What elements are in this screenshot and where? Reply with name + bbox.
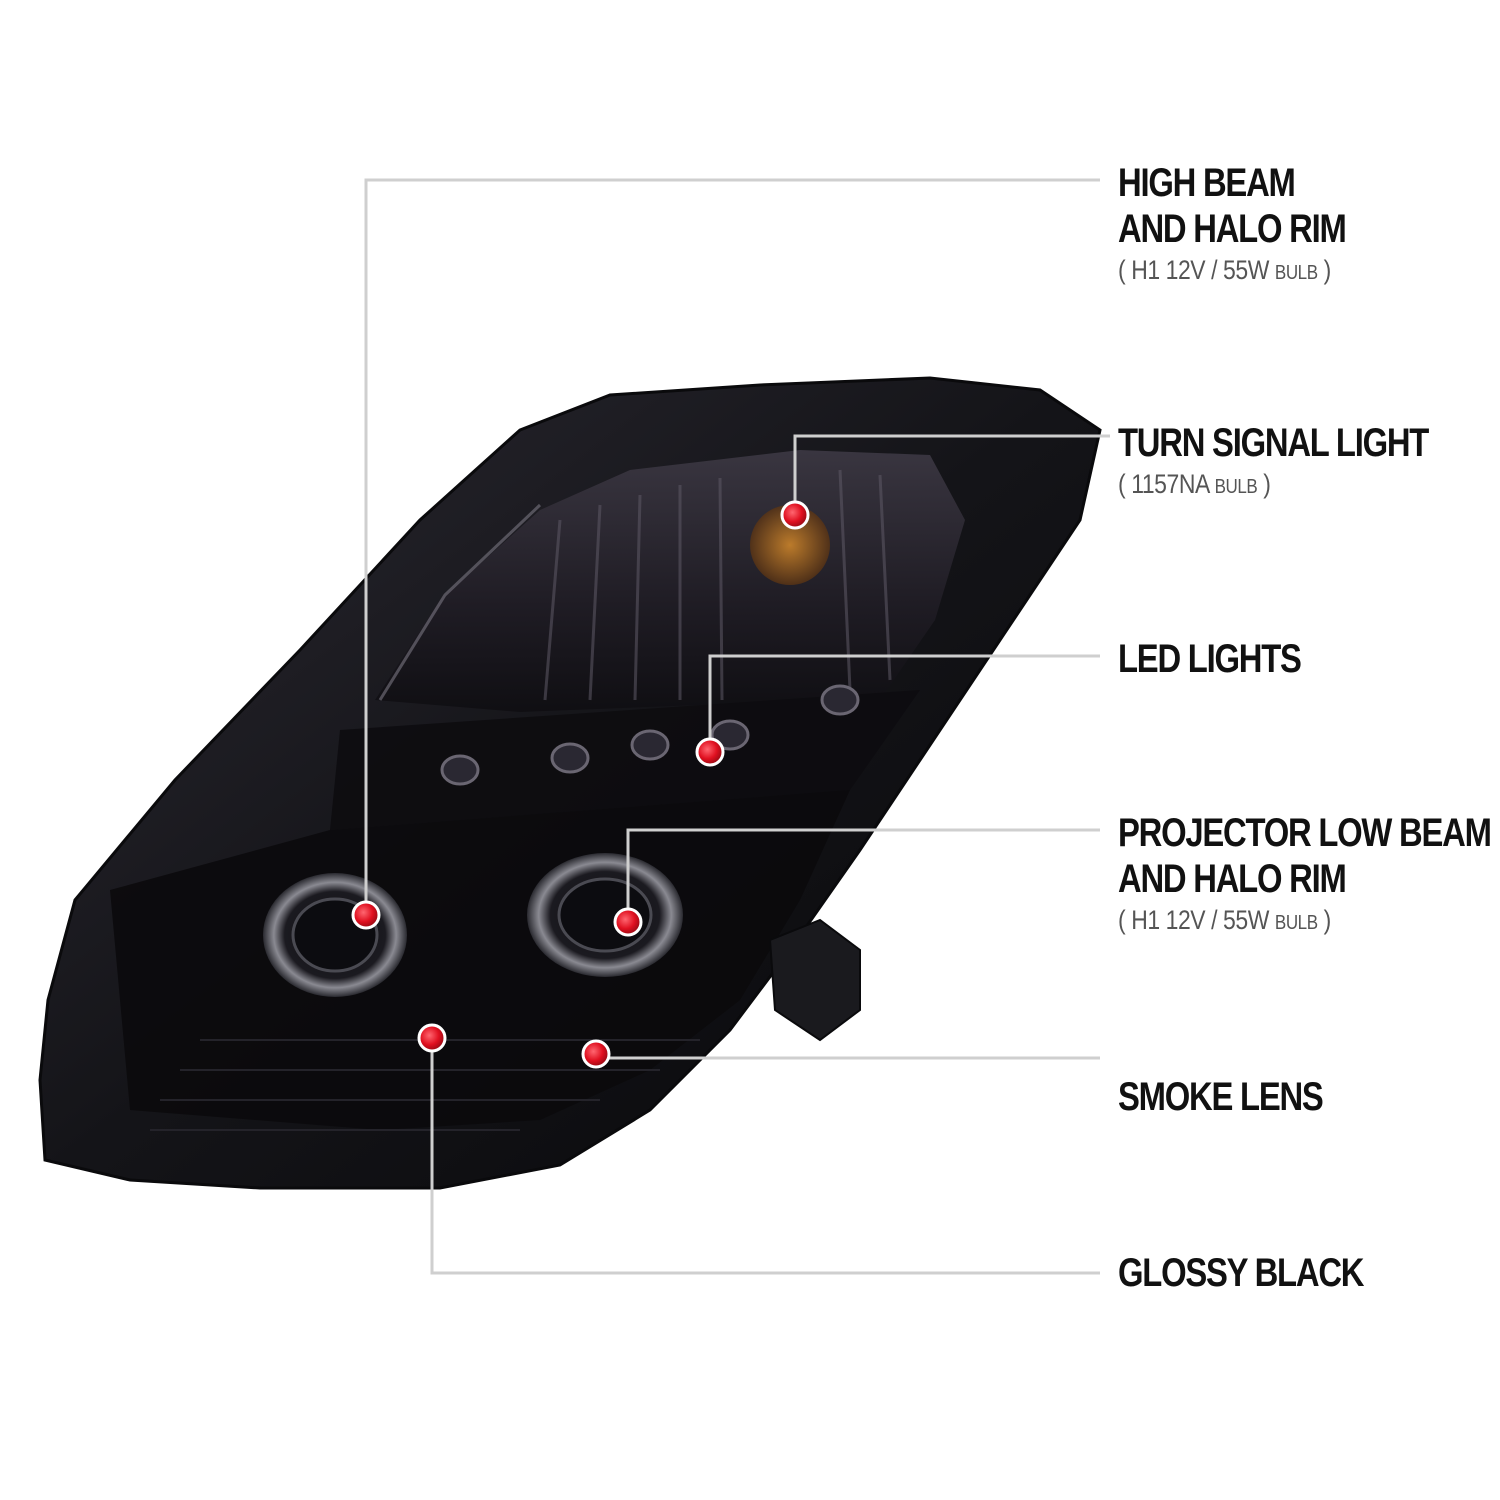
callout-turn-signal: TURN SIGNAL LIGHT ( 1157NA BULB ) bbox=[1118, 420, 1496, 503]
callout-title: HIGH BEAM bbox=[1118, 161, 1296, 205]
leader-lines bbox=[364, 178, 1110, 1275]
callout-led-lights: LED LIGHTS bbox=[1118, 636, 1341, 682]
callout-spec: ( H1 12V / 55W BULB ) bbox=[1118, 905, 1331, 935]
callout-spec: ( H1 12V / 55W BULB ) bbox=[1118, 255, 1331, 285]
marker-smoke-lens bbox=[581, 1039, 611, 1069]
callout-title: SMOKE LENS bbox=[1118, 1075, 1324, 1119]
callout-spec: ( 1157NA BULB ) bbox=[1118, 469, 1271, 499]
callout-title: GLOSSY BLACK bbox=[1118, 1251, 1364, 1295]
callout-title: LED LIGHTS bbox=[1118, 637, 1302, 681]
marker-turn-signal bbox=[780, 500, 810, 530]
headlight-housing bbox=[38, 376, 1102, 1190]
callout-title: AND HALO RIM bbox=[1118, 207, 1347, 251]
callout-markers bbox=[351, 500, 810, 1069]
callout-glossy-black: GLOSSY BLACK bbox=[1118, 1250, 1417, 1296]
marker-projector bbox=[613, 907, 643, 937]
marker-high-beam bbox=[351, 900, 381, 930]
callout-smoke-lens: SMOKE LENS bbox=[1118, 1074, 1367, 1120]
callout-projector: PROJECTOR LOW BEAM AND HALO RIM ( H1 12V… bbox=[1118, 810, 1500, 939]
callout-title: PROJECTOR LOW BEAM bbox=[1118, 811, 1492, 855]
callout-high-beam: HIGH BEAM AND HALO RIM ( H1 12V / 55W BU… bbox=[1118, 160, 1396, 289]
callout-title: TURN SIGNAL LIGHT bbox=[1118, 421, 1429, 465]
marker-led-lights bbox=[695, 737, 725, 767]
mount-bracket bbox=[768, 918, 861, 1042]
marker-glossy-black bbox=[417, 1023, 447, 1053]
callout-title: AND HALO RIM bbox=[1118, 857, 1347, 901]
